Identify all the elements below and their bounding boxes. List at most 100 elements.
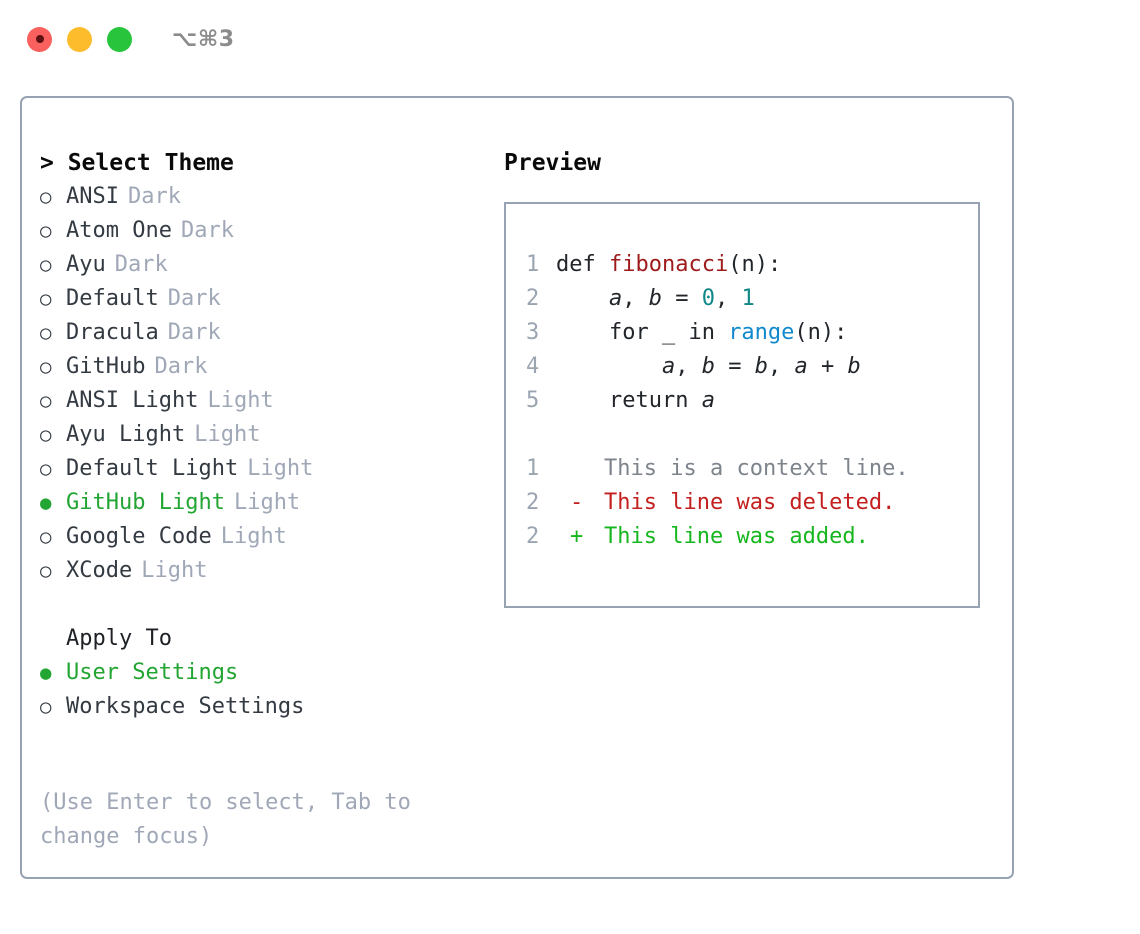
keyboard-hint-text: (Use Enter to select, Tab to change focu… (40, 790, 411, 849)
code-line: 3 for _ in range(n): (526, 316, 978, 350)
theme-option-variant: Dark (127, 184, 181, 209)
theme-option-variant: Dark (167, 286, 221, 311)
apply-to-option-name: User Settings (66, 660, 239, 685)
title-bar: ⌥⌘3 (0, 0, 1140, 78)
theme-option-variant: Light (220, 524, 287, 549)
code-token-num: 1 (741, 286, 755, 311)
theme-option-xcode[interactable]: ○ XCode Light (40, 554, 488, 588)
close-button[interactable] (27, 26, 52, 52)
theme-option-name: Default Light (66, 456, 239, 481)
radio-unselected-icon: ○ (40, 356, 52, 378)
minimize-button[interactable] (67, 26, 92, 52)
radio-unselected-icon: ○ (40, 220, 52, 242)
code-token-var: b (648, 286, 662, 311)
diff-line-context: 1 This is a context line. (526, 452, 978, 486)
diff-line-deleted: 2 -This line was deleted. (526, 486, 978, 520)
code-line-number: 2 (526, 286, 540, 311)
code-token-var: b (701, 354, 715, 379)
radio-unselected-icon: ○ (40, 424, 52, 446)
code-token-fn: fibonacci (608, 252, 729, 277)
theme-option-name: Atom One (66, 218, 172, 243)
radio-unselected-icon: ○ (40, 560, 52, 582)
code-token-var: a (608, 286, 623, 311)
theme-option-name: Google Code (66, 524, 212, 549)
code-token-call: range (728, 320, 795, 345)
code-token-plain (556, 286, 609, 311)
radio-unselected-icon: ○ (40, 254, 52, 276)
code-token-var: b (754, 354, 768, 379)
radio-unselected-icon: ○ (40, 288, 52, 310)
diff-sample: 1 This is a context line. 2 -This line was… (526, 452, 978, 554)
code-diff-spacer (526, 418, 978, 452)
apply-to-option-user-settings[interactable]: ● User Settings (40, 656, 488, 690)
code-token-plain: , (622, 286, 649, 311)
radio-selected-icon: ● (40, 492, 52, 514)
code-token-plain: (n): (728, 252, 782, 277)
theme-option-variant: Light (194, 422, 261, 447)
code-line-content: a, b = b, a + b (556, 350, 861, 384)
apply-to-option-workspace-settings[interactable]: ○Workspace Settings (40, 690, 488, 724)
radio-unselected-icon: ○ (40, 186, 52, 208)
keyboard-shortcut-label: ⌥⌘3 (172, 26, 235, 52)
code-line-content: return a (556, 384, 715, 418)
theme-option-variant: Dark (114, 252, 168, 277)
code-token-plain: , (675, 354, 702, 379)
code-token-plain: def (556, 252, 609, 277)
code-token-plain: , (767, 354, 795, 379)
diff-line-number: 2 (526, 490, 540, 515)
code-token-var: a (701, 388, 715, 413)
radio-selected-icon: ● (40, 662, 52, 684)
diff-line-text: This line was deleted. (604, 490, 896, 515)
theme-option-google-code[interactable]: ○ Google Code Light (40, 520, 488, 554)
code-token-plain: = (661, 286, 702, 311)
code-line-number: 3 (526, 320, 540, 345)
preview-heading: Preview (504, 150, 601, 176)
theme-option-variant: Light (207, 388, 274, 413)
theme-option-default[interactable]: ○ Default Dark (40, 282, 488, 316)
code-line: 2 a, b = 0, 1 (526, 282, 978, 316)
radio-unselected-icon: ○ (40, 696, 52, 718)
theme-option-variant: Light (141, 558, 208, 583)
diff-marker: + (570, 524, 584, 549)
code-token-plain: = (714, 354, 755, 379)
diff-line-number: 1 (526, 456, 540, 481)
diff-line-added: 2+This line was added. (526, 520, 978, 554)
theme-option-name: Default (66, 286, 159, 311)
theme-option-name: GitHub Light (66, 490, 225, 515)
theme-option-variant: Light (247, 456, 314, 481)
code-token-plain: return (556, 388, 702, 413)
theme-option-name: XCode (66, 558, 133, 583)
diff-marker: - (570, 490, 584, 515)
maximize-button[interactable] (107, 26, 132, 52)
apply-to-option-list[interactable]: ● User Settings ○Workspace Settings (40, 656, 488, 724)
code-line-content: for _ in range(n): (556, 316, 847, 350)
select-theme-heading: > Select Theme (40, 150, 234, 176)
code-line: 5 return a (526, 384, 978, 418)
code-token-var: b (847, 354, 861, 379)
code-line-number: 4 (526, 354, 540, 379)
code-line-number: 5 (526, 388, 540, 413)
theme-option-name: GitHub (66, 354, 146, 379)
diff-line-text: This line was added. (604, 524, 869, 549)
theme-option-variant: Dark (180, 218, 234, 243)
code-token-plain (556, 354, 662, 379)
code-token-var: a (794, 354, 808, 379)
code-token-num: 0 (701, 286, 715, 311)
radio-unselected-icon: ○ (40, 526, 52, 548)
radio-unselected-icon: ○ (40, 390, 52, 412)
theme-option-atom-one[interactable]: ○ Atom One Dark (40, 214, 488, 248)
